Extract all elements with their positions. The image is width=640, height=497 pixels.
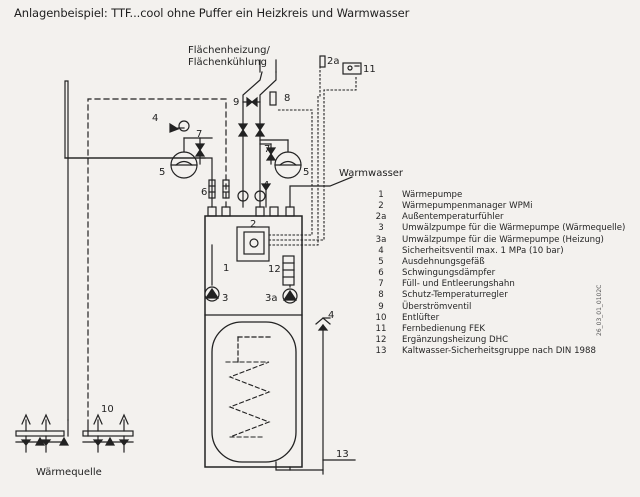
fill-valve-source [194, 137, 206, 165]
num-3: 3 [222, 293, 228, 304]
source-manifold [15, 413, 134, 453]
heat-pump-manager [236, 226, 270, 262]
heating-circuit [237, 59, 302, 208]
num-3a: 3a [265, 293, 278, 304]
legend-row: 5 Ausdehnungsgefäß [366, 257, 625, 268]
document-code: 26_03_01_0102C [596, 284, 603, 336]
num-4-source: 4 [152, 113, 158, 124]
pump-heating [282, 284, 298, 304]
legend-number: 11 [375, 323, 387, 334]
legend-number: 12 [375, 335, 387, 346]
label-warmwasser: Warmwasser [339, 168, 404, 179]
legend-number: 2 [378, 201, 384, 212]
warmwasser-line [289, 176, 353, 208]
num-4-coldwater: 4 [328, 310, 334, 321]
legend-number: 3a [375, 234, 387, 245]
source-circuit-solid [64, 80, 213, 421]
legend-number: 8 [378, 290, 384, 301]
legend-text: Kaltwasser-Sicherheitsgruppe nach DIN 19… [402, 346, 596, 357]
legend-row: 2 Wärmepumpenmanager WPMi [366, 201, 625, 212]
legend: 1 Wärmepumpe 2 Wärmepumpenmanager WPMi 2a Auß… [366, 190, 626, 357]
legend-row: 2a Außentemperaturfühler [366, 212, 625, 223]
cold-water-line [275, 317, 356, 475]
legend-text: Ausdehnungsgefäß [402, 256, 485, 267]
legend-row: 12 Ergänzungsheizung DHC [366, 335, 625, 346]
legend-number: 13 [375, 346, 387, 357]
remote-control [342, 62, 362, 75]
num-8: 8 [284, 93, 290, 104]
legend-text: Umwälzpumpe für die Wärmepumpe (Heizung) [402, 234, 604, 245]
num-7-source: 7 [196, 129, 202, 140]
num-5-source: 5 [159, 167, 165, 178]
legend-row: 7 Füll- und Entleerungshahn [366, 279, 625, 290]
num-2: 2 [250, 219, 256, 230]
legend-text: Entlüfter [402, 312, 440, 323]
legend-number: 6 [378, 268, 384, 279]
label-flaechen-line2: Flächenkühlung [188, 57, 267, 68]
pump-source [204, 244, 220, 302]
label-flaechen-line1: Flächenheizung/ [188, 45, 271, 56]
legend-number: 7 [378, 279, 384, 290]
num-1: 1 [223, 263, 229, 274]
legend-number: 9 [378, 301, 384, 312]
label-waermequelle: Wärmequelle [36, 467, 102, 478]
legend-row: 4 Sicherheitsventil max. 1 MPa (10 bar) [366, 246, 625, 257]
legend-text: Wärmepumpenmanager WPMi [402, 201, 533, 212]
legend-number: 1 [378, 190, 384, 200]
num-11: 11 [363, 64, 376, 75]
legend-row: 6 Schwingungsdämpfer [366, 268, 625, 279]
legend-text: Außentemperaturfühler [402, 212, 504, 223]
component-numbers: 1 2 2a 3 3a 4 4 4 5 5 6 7 7 8 9 10 11 12… [101, 56, 376, 460]
legend-text: Füll- und Entleerungshahn [402, 279, 515, 290]
page-title: Anlagenbeispiel: TTF...cool ohne Puffer … [14, 6, 410, 20]
outdoor-sensor [319, 55, 326, 68]
legend-row: 11 Fernbedienung FEK [366, 324, 625, 335]
supplementary-heater [282, 255, 295, 286]
legend-text: Schutz-Temperaturregler [402, 290, 508, 301]
num-13: 13 [336, 449, 349, 460]
source-circuit-dashed [87, 98, 227, 421]
num-4-heating: 4 [263, 180, 269, 191]
vibration-damper-right [222, 179, 230, 199]
legend-text: Wärmepumpe [402, 190, 463, 200]
dhw-coil [225, 336, 271, 438]
num-10: 10 [101, 404, 114, 415]
legend-number: 10 [375, 312, 387, 323]
vibration-damper-left [208, 179, 216, 199]
legend-number: 5 [378, 256, 384, 267]
legend-text: Schwingungsdämpfer [402, 268, 496, 279]
control-wiring [268, 64, 357, 246]
legend-number: 4 [378, 245, 384, 256]
legend-row: 8 Schutz-Temperaturregler [366, 290, 625, 301]
heat-pump-unit [204, 215, 303, 468]
legend-row: 9 Überströmventil [366, 302, 625, 313]
safety-valve-source [169, 120, 190, 133]
unit-top-connections [207, 206, 295, 217]
legend-text: Ergänzungsheizung DHC [402, 335, 509, 346]
legend-row: 3a Umwälzpumpe für die Wärmepumpe (Heizun… [366, 235, 625, 246]
num-7-heating: 7 [264, 144, 270, 155]
legend-row: 3 Umwälzpumpe für die Wärmepumpe (Wärmequ… [366, 223, 625, 234]
legend-number: 3 [378, 223, 384, 234]
num-6: 6 [201, 187, 207, 198]
expansion-vessel-source [170, 137, 213, 179]
legend-row: 13 Kaltwasser-Sicherheitsgruppe nach DIN … [366, 346, 625, 357]
legend-text: Überströmventil [402, 301, 472, 312]
legend-text: Sicherheitsventil max. 1 MPa (10 bar) [402, 245, 564, 256]
num-9: 9 [233, 97, 239, 108]
num-2a: 2a [327, 56, 340, 67]
legend-text: Fernbedienung FEK [402, 323, 485, 334]
legend-row: 1 Wärmepumpe [366, 190, 625, 201]
num-12: 12 [268, 264, 281, 275]
legend-text: Umwälzpumpe für die Wärmepumpe (Wärmeque… [402, 223, 626, 234]
legend-number: 2a [375, 212, 387, 223]
legend-row: 10 Entlüfter [366, 313, 625, 324]
num-5-heating: 5 [303, 167, 309, 178]
